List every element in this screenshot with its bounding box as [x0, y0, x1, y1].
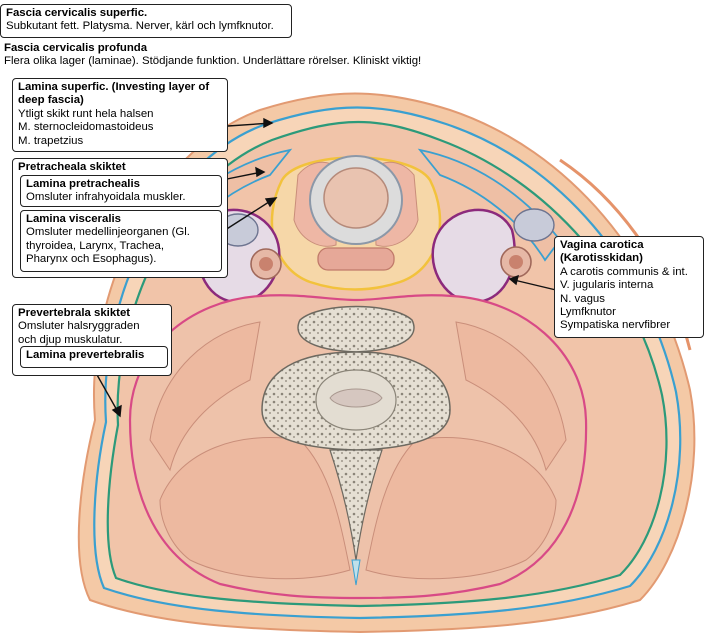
- superficial-fascia-title: Fascia cervicalis superfic.: [6, 7, 148, 19]
- lamina-visceralis-title: Lamina visceralis: [26, 213, 121, 225]
- lamina-superficialis-title-1: Lamina superfic. (Investing layer of: [18, 81, 210, 93]
- carotid-title-1: Vagina carotica: [560, 239, 644, 251]
- lamina-prevertebralis-title: Lamina prevertebralis: [26, 349, 145, 361]
- lamina-pretrachealis-text: Omsluter infrahyoidala muskler.: [26, 191, 186, 204]
- vertebral-body: [297, 305, 415, 353]
- posterior-muscles-left: [159, 437, 351, 580]
- lamina-superficialis-title-2: deep fascia): [18, 94, 84, 107]
- carotid-line: V. jugularis interna: [560, 279, 654, 292]
- spinal-cord: [329, 388, 383, 408]
- lamina-pretrachealis-title: Lamina pretrachealis: [26, 178, 140, 190]
- trachea-lumen: [323, 167, 389, 229]
- carotid-line: N. vagus: [560, 292, 605, 305]
- carotid-line: Lymfknutor: [560, 306, 616, 319]
- prevertebral-line: och djup muskulatur.: [18, 333, 123, 346]
- carotid-line: A carotis communis & int.: [560, 265, 688, 278]
- lamina-superficialis-line: Ytligt skikt runt hela halsen: [18, 107, 154, 120]
- lamina-pretrachealis-box: Lamina pretrachealis Omsluter infrahyoid…: [20, 175, 222, 207]
- jugular-vein-right: [513, 208, 555, 242]
- esophagus: [317, 247, 395, 271]
- scalene-left: [149, 321, 261, 472]
- profunda-heading: Fascia cervicalis profunda Flera olika l…: [4, 42, 544, 69]
- superficial-fascia-box: Fascia cervicalis superfic. Subkutant fe…: [0, 4, 292, 38]
- lamina-superficialis-line: M. sternocleidomastoideus: [18, 121, 154, 134]
- carotid-title-2: (Karotisskidan): [560, 252, 643, 265]
- lamina-superficialis-line: M. trapetzius: [18, 134, 84, 147]
- carotid-line: Sympatiska nervfibrer: [560, 319, 671, 332]
- carotid-sheath-right: [431, 208, 516, 304]
- prevertebral-line: Omsluter halsryggraden: [18, 320, 140, 333]
- profunda-title: Fascia cervicalis profunda: [4, 42, 148, 54]
- prevertebral-title: Prevertebrala skiktet: [18, 307, 131, 319]
- lamina-visceralis-line: Pharynx och Esophagus).: [26, 253, 157, 266]
- lamina-visceralis-box: Lamina visceralis Omsluter medellinjeorg…: [20, 210, 222, 272]
- pretracheal-title: Pretracheala skiktet: [18, 161, 126, 173]
- lamina-visceralis-line: thyroidea, Larynx, Trachea,: [26, 239, 165, 252]
- carotid-sheath-box: Vagina carotica (Karotisskidan) A caroti…: [554, 236, 704, 338]
- lamina-superficialis-box: Lamina superfic. (Investing layer of dee…: [12, 78, 228, 152]
- superficial-fascia-text: Subkutant fett. Platysma. Nerver, kärl o…: [6, 20, 274, 33]
- posterior-muscles-right: [365, 437, 557, 580]
- lamina-prevertebralis-box: Lamina prevertebralis: [20, 346, 168, 368]
- scalene-right: [455, 321, 567, 472]
- profunda-text: Flera olika lager (laminae). Stödjande f…: [4, 55, 422, 68]
- lamina-visceralis-line: Omsluter medellinjeorganen (Gl.: [26, 226, 190, 239]
- nuchal-ligament: [351, 559, 361, 586]
